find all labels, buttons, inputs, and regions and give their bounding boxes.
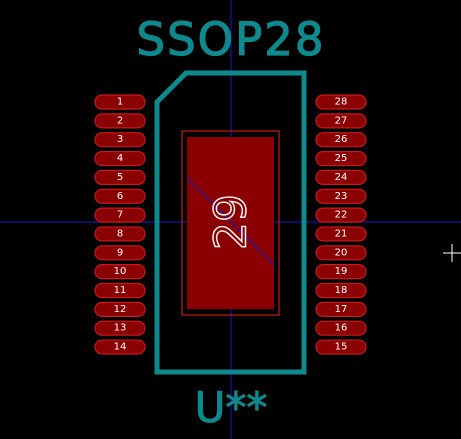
pad-shape xyxy=(94,132,146,148)
right-pad-18[interactable]: 18 xyxy=(315,282,367,299)
left-pad-5[interactable]: 5 xyxy=(94,169,146,185)
pad-shape xyxy=(315,339,367,355)
right-pad-21[interactable]: 21 xyxy=(315,226,367,242)
pad-shape xyxy=(315,226,367,242)
pad-number: 8 xyxy=(117,228,123,239)
pad-shape xyxy=(94,301,146,317)
pad-shape xyxy=(315,264,367,280)
pad-shape xyxy=(94,320,146,336)
pad-shape xyxy=(94,264,146,280)
right-pad-25[interactable]: 25 xyxy=(315,150,367,167)
pad-number: 10 xyxy=(114,266,127,277)
pad-shape xyxy=(94,188,146,204)
left-pad-7[interactable]: 7 xyxy=(94,207,146,223)
center-pad-number: 29 xyxy=(206,194,257,250)
pad-shape xyxy=(94,169,146,185)
pad-number: 14 xyxy=(114,342,127,353)
footprint-value-text: SSOP28 xyxy=(137,13,326,66)
pad-shape xyxy=(315,94,367,110)
pad-number: 9 xyxy=(117,247,123,258)
silkscreen-outline xyxy=(154,70,307,375)
center-pad-diagonal xyxy=(186,177,275,266)
right-pad-22[interactable]: 22 xyxy=(315,207,367,223)
pad-shape xyxy=(94,282,146,299)
pad-number: 28 xyxy=(335,97,348,108)
pad-number: 21 xyxy=(335,228,348,239)
pad-number: 7 xyxy=(117,210,123,221)
right-pad-17[interactable]: 17 xyxy=(315,301,367,317)
right-pad-26[interactable]: 26 xyxy=(315,132,367,148)
pad-number: 13 xyxy=(114,323,127,334)
center-pad-copper xyxy=(187,137,274,309)
left-pad-10[interactable]: 10 xyxy=(94,264,146,280)
left-pad-2[interactable]: 2 xyxy=(94,113,146,129)
pad-shape xyxy=(315,132,367,148)
pad-shape xyxy=(315,169,367,185)
pad-number: 15 xyxy=(335,342,348,353)
pad-number: 18 xyxy=(335,285,348,296)
pad-shape xyxy=(315,188,367,204)
pad-number: 27 xyxy=(335,115,348,126)
pad-number: 23 xyxy=(335,191,348,202)
right-pad-19[interactable]: 19 xyxy=(315,264,367,280)
pad-number: 19 xyxy=(335,266,348,277)
left-pad-1[interactable]: 1 xyxy=(94,94,146,110)
pad-shape xyxy=(315,245,367,261)
left-pad-4[interactable]: 4 xyxy=(94,150,146,167)
pad-number: 12 xyxy=(114,304,127,315)
center-pad-outline xyxy=(181,130,280,316)
pad-number: 4 xyxy=(117,153,123,164)
pad-number: 6 xyxy=(117,191,123,202)
pad-shape xyxy=(94,245,146,261)
pad-shape xyxy=(94,226,146,242)
right-pad-23[interactable]: 23 xyxy=(315,188,367,204)
pad-number: 5 xyxy=(117,172,123,183)
pad-number: 3 xyxy=(117,134,123,145)
pad-shape xyxy=(315,113,367,129)
right-pad-20[interactable]: 20 xyxy=(315,245,367,261)
left-pad-11[interactable]: 11 xyxy=(94,282,146,299)
left-pad-8[interactable]: 8 xyxy=(94,226,146,242)
pad-number: 22 xyxy=(335,210,348,221)
pad-number: 16 xyxy=(335,323,348,334)
left-pad-9[interactable]: 9 xyxy=(94,245,146,261)
pad-shape xyxy=(94,113,146,129)
pad-number: 24 xyxy=(335,172,348,183)
left-pad-3[interactable]: 3 xyxy=(94,132,146,148)
pad-number: 25 xyxy=(335,153,348,164)
left-pad-13[interactable]: 13 xyxy=(94,320,146,336)
pad-number: 17 xyxy=(335,304,348,315)
pad-shape xyxy=(315,282,367,299)
pad-shape xyxy=(315,150,367,167)
footprint-reference-text: U** xyxy=(195,383,268,432)
right-pad-27[interactable]: 27 xyxy=(315,113,367,129)
left-pad-12[interactable]: 12 xyxy=(94,301,146,317)
right-pad-16[interactable]: 16 xyxy=(315,320,367,336)
pad-number: 11 xyxy=(114,285,127,296)
right-pad-column: 28 27 26 25 24 23 22 21 20 19 18 17 16 15 xyxy=(315,94,367,355)
pad-shape xyxy=(315,207,367,223)
cursor-crosshair-icon xyxy=(443,244,461,262)
pad-shape xyxy=(315,320,367,336)
left-pad-6[interactable]: 6 xyxy=(94,188,146,204)
right-pad-24[interactable]: 24 xyxy=(315,169,367,185)
pad-number: 20 xyxy=(335,247,348,258)
right-pad-28[interactable]: 28 xyxy=(315,94,367,110)
pad-number: 26 xyxy=(335,134,348,145)
pad-shape xyxy=(94,339,146,355)
pad-shape xyxy=(315,301,367,317)
pad-number: 1 xyxy=(117,97,123,108)
pad-shape xyxy=(94,207,146,223)
pad-shape xyxy=(94,150,146,167)
pad-number: 2 xyxy=(117,115,123,126)
right-pad-15[interactable]: 15 xyxy=(315,339,367,355)
pad-shape xyxy=(94,94,146,110)
left-pad-14[interactable]: 14 xyxy=(94,339,146,355)
center-pad[interactable]: 29 xyxy=(181,130,280,316)
